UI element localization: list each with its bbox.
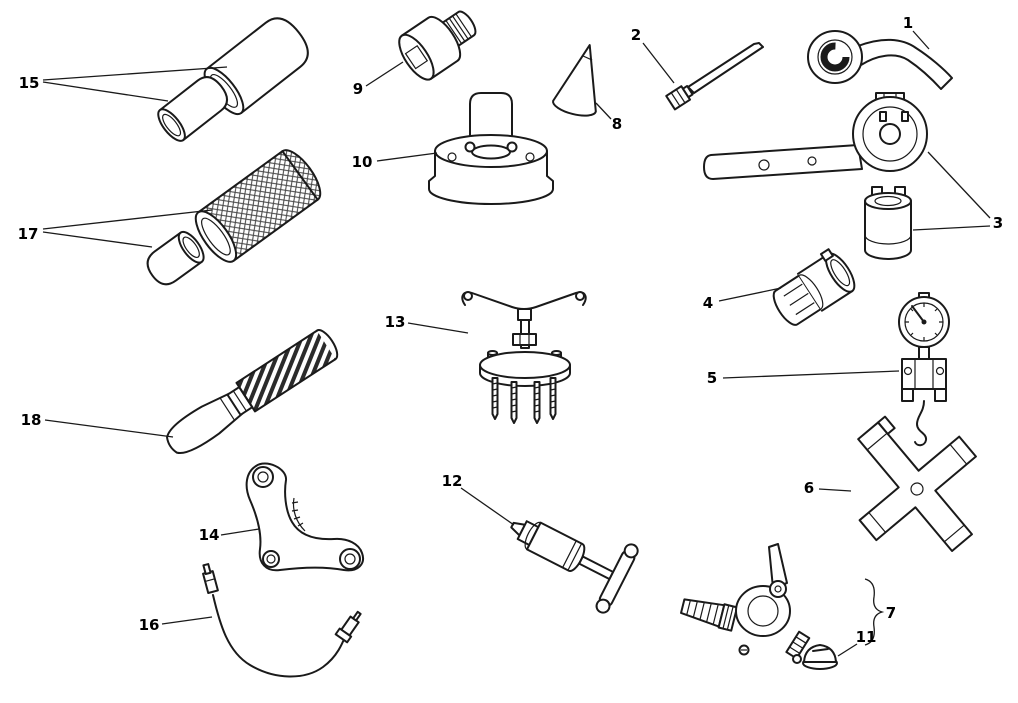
leader-line-2 (642, 42, 675, 84)
probe-rod-drawing (665, 42, 764, 111)
crank-turning-wrench-drawing (807, 30, 953, 90)
leader-line-3a (927, 151, 991, 219)
slide-puller-drawing (510, 520, 639, 614)
coupling-sleeve-drawing (772, 248, 856, 326)
cable-lead-drawing (202, 563, 362, 678)
leader-line-15a (42, 81, 169, 102)
callout-10: 10 (352, 153, 373, 171)
callout-5: 5 (707, 369, 717, 387)
callout-17: 17 (18, 225, 39, 243)
leader-line-4 (718, 287, 782, 302)
callout-2: 2 (631, 26, 641, 44)
leader-line-3b (912, 225, 991, 231)
leader-line-8 (595, 102, 612, 120)
nut-socket-drawing (864, 186, 912, 260)
leader-line-18 (44, 419, 174, 438)
brace-7 (864, 578, 885, 646)
leader-line-14 (220, 528, 260, 536)
small-cap-17-drawing (146, 230, 205, 286)
leader-line-6 (818, 488, 852, 492)
dial-gauge-bracket-drawing (898, 292, 950, 447)
callout-13: 13 (385, 313, 406, 331)
square-drive-plug-tool-drawing (398, 10, 477, 81)
callout-16: 16 (139, 616, 160, 634)
callout-11: 11 (856, 628, 877, 646)
knurled-sleeve-drawing (194, 149, 322, 263)
cone-installer-drawing (552, 44, 597, 117)
callout-12: 12 (442, 472, 463, 490)
timing-wrench-drawing (703, 92, 928, 180)
leader-line-13 (407, 322, 469, 334)
leader-line-11 (837, 643, 858, 657)
knurled-grip-handle-drawing (166, 329, 339, 455)
callout-15: 15 (19, 74, 40, 92)
leader-line-1 (912, 30, 930, 50)
leader-line-17a (42, 231, 153, 248)
leader-line-15b (42, 66, 228, 81)
flange-puller-drawing (461, 291, 587, 424)
callout-7: 7 (886, 604, 896, 622)
callout-14: 14 (199, 526, 220, 544)
leader-line-5 (722, 370, 900, 379)
protection-caps-drawing (157, 17, 309, 142)
callout-1: 1 (903, 14, 913, 32)
leader-line-16 (161, 616, 213, 625)
cross-holding-tool-drawing (857, 415, 977, 552)
callout-9: 9 (353, 80, 363, 98)
leader-line-10 (376, 152, 438, 162)
callout-18: 18 (21, 411, 42, 429)
leader-line-9 (365, 61, 404, 87)
small-cap-11-drawing (802, 644, 838, 670)
seal-installer-drum-drawing (428, 92, 554, 205)
callout-6: 6 (804, 479, 814, 497)
callout-labels: 1 2 3 4 5 6 7 8 9 10 11 12 13 14 15 16 1… (18, 14, 1004, 646)
callout-3: 3 (993, 214, 1003, 232)
fuel-tap-assembly-drawing (680, 543, 885, 664)
leader-line-17b (42, 209, 213, 230)
callout-8: 8 (612, 115, 622, 133)
callout-4: 4 (703, 294, 713, 312)
leader-line-12 (460, 487, 515, 526)
leader-lines (42, 30, 991, 657)
curved-bracket-arm-drawing (245, 462, 364, 572)
